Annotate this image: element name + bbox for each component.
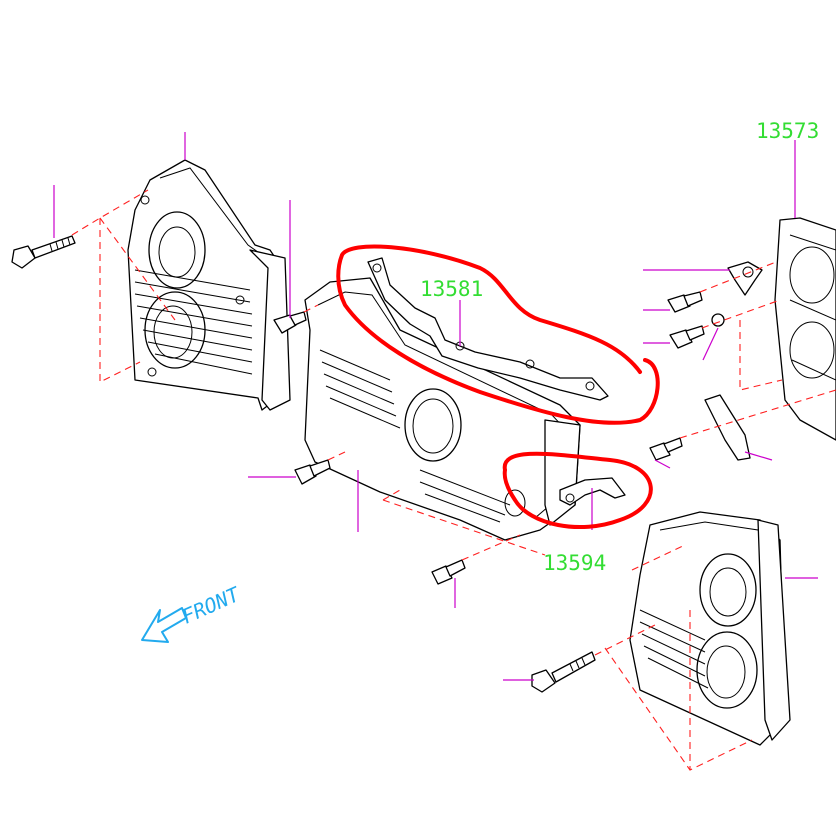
left-timing-cover: [127, 159, 291, 411]
bolt-center-low: [431, 559, 466, 585]
front-indicator: FRONT: [141, 581, 245, 643]
bolt-left-short: [273, 311, 307, 334]
part-number-13581: 13581: [420, 277, 483, 301]
part-number-13594: 13594: [543, 551, 606, 575]
center-timing-cover: [304, 277, 581, 541]
leader-lines: [53, 132, 818, 681]
bolt-right-3: [649, 437, 683, 461]
lower-right-cover: [629, 511, 791, 746]
bolt-lower-long: [531, 651, 596, 693]
bolt-center-mid: [294, 459, 331, 485]
bolt-right-1: [667, 291, 703, 313]
bolt-left-long: [11, 235, 76, 269]
assembly-dashed-lines: [71, 189, 836, 771]
front-label: FRONT: [178, 581, 245, 628]
front-arrow-icon: [141, 607, 187, 643]
highlight-ring-lower: [502, 451, 653, 530]
bolt-right-2: [669, 325, 705, 349]
part-number-13573: 13573: [756, 119, 819, 143]
right-rear-cover: [704, 217, 836, 461]
highlight-ring-upper: [336, 244, 660, 425]
